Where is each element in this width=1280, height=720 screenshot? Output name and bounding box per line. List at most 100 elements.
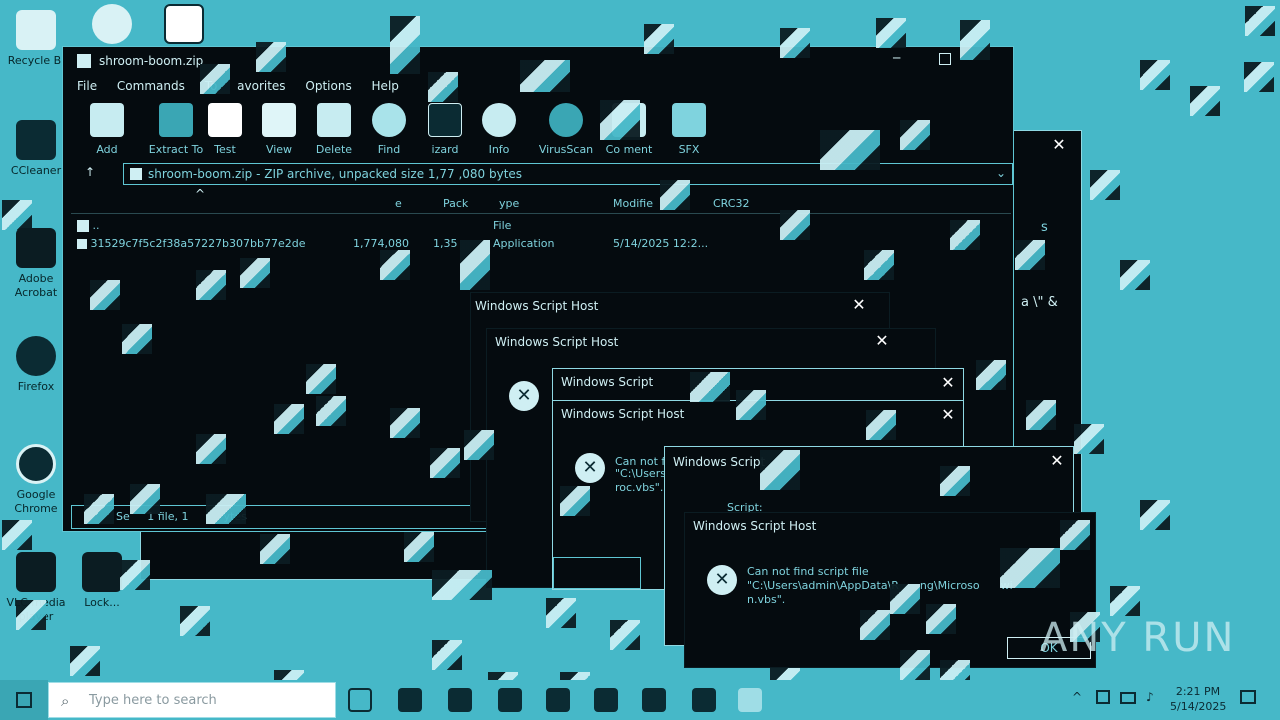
- path-bar[interactable]: shroom-boom.zip - ZIP archive, unpacked …: [123, 163, 1013, 185]
- toolbar-find-label: Find: [377, 143, 401, 156]
- glitch-block: [306, 364, 336, 394]
- column-modified[interactable]: Modifie: [613, 197, 653, 210]
- glitch-block: [256, 42, 286, 72]
- lock-label: Lock...: [84, 596, 120, 609]
- dialog-title: Windows Script Host: [475, 299, 599, 313]
- recycle-bin-label: Recycle Bi: [7, 54, 65, 67]
- clock-time: 2:21 PM: [1175, 685, 1221, 698]
- menu-file[interactable]: File: [77, 79, 98, 93]
- task-view-icon[interactable]: [348, 688, 372, 712]
- winrar-titlebar[interactable]: shroom-boom.zip ─: [63, 47, 1013, 75]
- dialog-close-icon[interactable]: ✕: [941, 405, 955, 424]
- toolbar-delete[interactable]: Delete: [304, 103, 364, 156]
- right-fragment-text-2: a \" &: [1021, 295, 1058, 310]
- toolbar-sfx[interactable]: SFX: [659, 103, 719, 156]
- taskbar-app-3-icon[interactable]: [498, 688, 522, 712]
- start-button[interactable]: [0, 680, 48, 720]
- taskbar-app-7-icon[interactable]: [692, 688, 716, 712]
- glitch-block: [206, 494, 246, 524]
- zip-icon: [130, 168, 142, 180]
- glitch-block: [950, 220, 980, 250]
- taskbar-app-2-icon[interactable]: [448, 688, 472, 712]
- notification-icon[interactable]: [1240, 690, 1256, 704]
- taskbar-app-4-icon[interactable]: [546, 688, 570, 712]
- menu-options[interactable]: Options: [305, 79, 352, 93]
- taskbar-app-5-icon[interactable]: [594, 688, 618, 712]
- menu-favorites[interactable]: avorites: [237, 79, 286, 93]
- glitch-block: [460, 240, 490, 290]
- toolbar-wizard[interactable]: izard: [415, 103, 475, 156]
- glitch-block: [316, 396, 346, 426]
- toolbar-comment-label: Co ment: [605, 143, 653, 156]
- glitch-block: [660, 180, 690, 210]
- firefox-icon: [16, 336, 56, 376]
- minimize-icon[interactable]: ─: [893, 51, 901, 65]
- parent-folder-icon: [77, 220, 89, 232]
- glitch-block: [1245, 6, 1275, 36]
- menu-commands[interactable]: Commands: [116, 79, 185, 93]
- clock[interactable]: 2:21 PM 5/14/2025: [1170, 684, 1226, 714]
- toolbar-add[interactable]: Add: [77, 103, 137, 156]
- glitch-block: [180, 606, 210, 636]
- path-dropdown-icon[interactable]: ⌄: [995, 166, 1006, 180]
- glitch-block: [1060, 520, 1090, 550]
- column-crc32[interactable]: CRC32: [713, 197, 750, 210]
- glitch-block: [1120, 260, 1150, 290]
- glitch-block: [1026, 400, 1056, 430]
- sort-arrow-icon: ^: [195, 187, 206, 201]
- dialog-message-3: n.vbs".: [747, 593, 786, 606]
- toolbar-view[interactable]: View: [249, 103, 309, 156]
- up-folder-icon[interactable]: ↑: [85, 165, 96, 179]
- glitch-block: [1244, 62, 1274, 92]
- column-packed[interactable]: Pack: [443, 197, 469, 210]
- glitch-block: [1140, 500, 1170, 530]
- dialog-title: Windows Script Host: [561, 407, 685, 421]
- error-icon: ✕: [509, 381, 539, 411]
- tray-network-icon[interactable]: [1096, 690, 1110, 704]
- column-type[interactable]: ype: [499, 197, 520, 210]
- toolbar-extract-to[interactable]: Extract To: [136, 103, 216, 156]
- dialog-close-icon[interactable]: ✕: [1050, 451, 1064, 470]
- desktop-icon-recycle-bin[interactable]: Recycle Bi: [4, 10, 68, 68]
- background-window-close-icon[interactable]: ✕: [1052, 135, 1066, 154]
- info-icon: [482, 103, 516, 137]
- search-input[interactable]: ⌕ Type here to search: [48, 682, 336, 718]
- table-row[interactable]: .. File: [77, 219, 511, 232]
- taskbar-winrar-icon[interactable]: [738, 688, 762, 712]
- acrobat-icon: [16, 228, 56, 268]
- glitch-block: [940, 466, 970, 496]
- menu-help[interactable]: Help: [371, 79, 399, 93]
- chrome-icon: [16, 444, 56, 484]
- toolbar-info[interactable]: Info: [469, 103, 529, 156]
- column-size[interactable]: e: [395, 197, 402, 210]
- desktop-icon-ccleaner[interactable]: CCleaner: [4, 120, 68, 178]
- desktop-icon-google-chrome[interactable]: Google Chrome: [4, 444, 68, 516]
- desktop-icon-adobe-acrobat[interactable]: Adobe Acrobat: [4, 228, 68, 300]
- chrome-label-1: Google: [16, 488, 56, 501]
- taskbar-app-1-icon[interactable]: [398, 688, 422, 712]
- toolbar-find[interactable]: Find: [359, 103, 419, 156]
- ok-button[interactable]: OK: [1007, 637, 1091, 659]
- glitch-block: [380, 250, 410, 280]
- toolbar-virusscan[interactable]: VirusScan: [536, 103, 596, 156]
- desktop-icon-word[interactable]: [152, 4, 216, 48]
- dialog-close-icon[interactable]: ✕: [875, 331, 889, 350]
- toolbar-info-label: Info: [488, 143, 510, 156]
- toolbar-test-label: Test: [214, 143, 236, 156]
- maximize-icon[interactable]: [939, 53, 951, 65]
- dialog-footer: [553, 557, 641, 589]
- taskbar-app-6-icon[interactable]: [642, 688, 666, 712]
- book-icon: [262, 103, 296, 137]
- glitch-block: [130, 484, 160, 514]
- desktop-icon-firefox[interactable]: Firefox: [4, 336, 68, 394]
- desktop-icon-lock[interactable]: Lock...: [70, 552, 134, 610]
- tray-display-icon[interactable]: [1120, 692, 1136, 704]
- dialog-close-icon[interactable]: ✕: [941, 373, 955, 392]
- toolbar-test[interactable]: Test: [195, 103, 255, 156]
- desktop-icon-cd[interactable]: [80, 4, 144, 48]
- dialog-close-icon[interactable]: ✕: [852, 295, 866, 314]
- dialog-title: Windows Script Host: [495, 335, 619, 349]
- tray-chevron-icon[interactable]: ^: [1072, 690, 1083, 704]
- tray-volume-icon[interactable]: ♪: [1146, 690, 1154, 704]
- table-row[interactable]: 31529c7f5c2f38a57227b307bb77e2de 1,774,0…: [77, 237, 717, 250]
